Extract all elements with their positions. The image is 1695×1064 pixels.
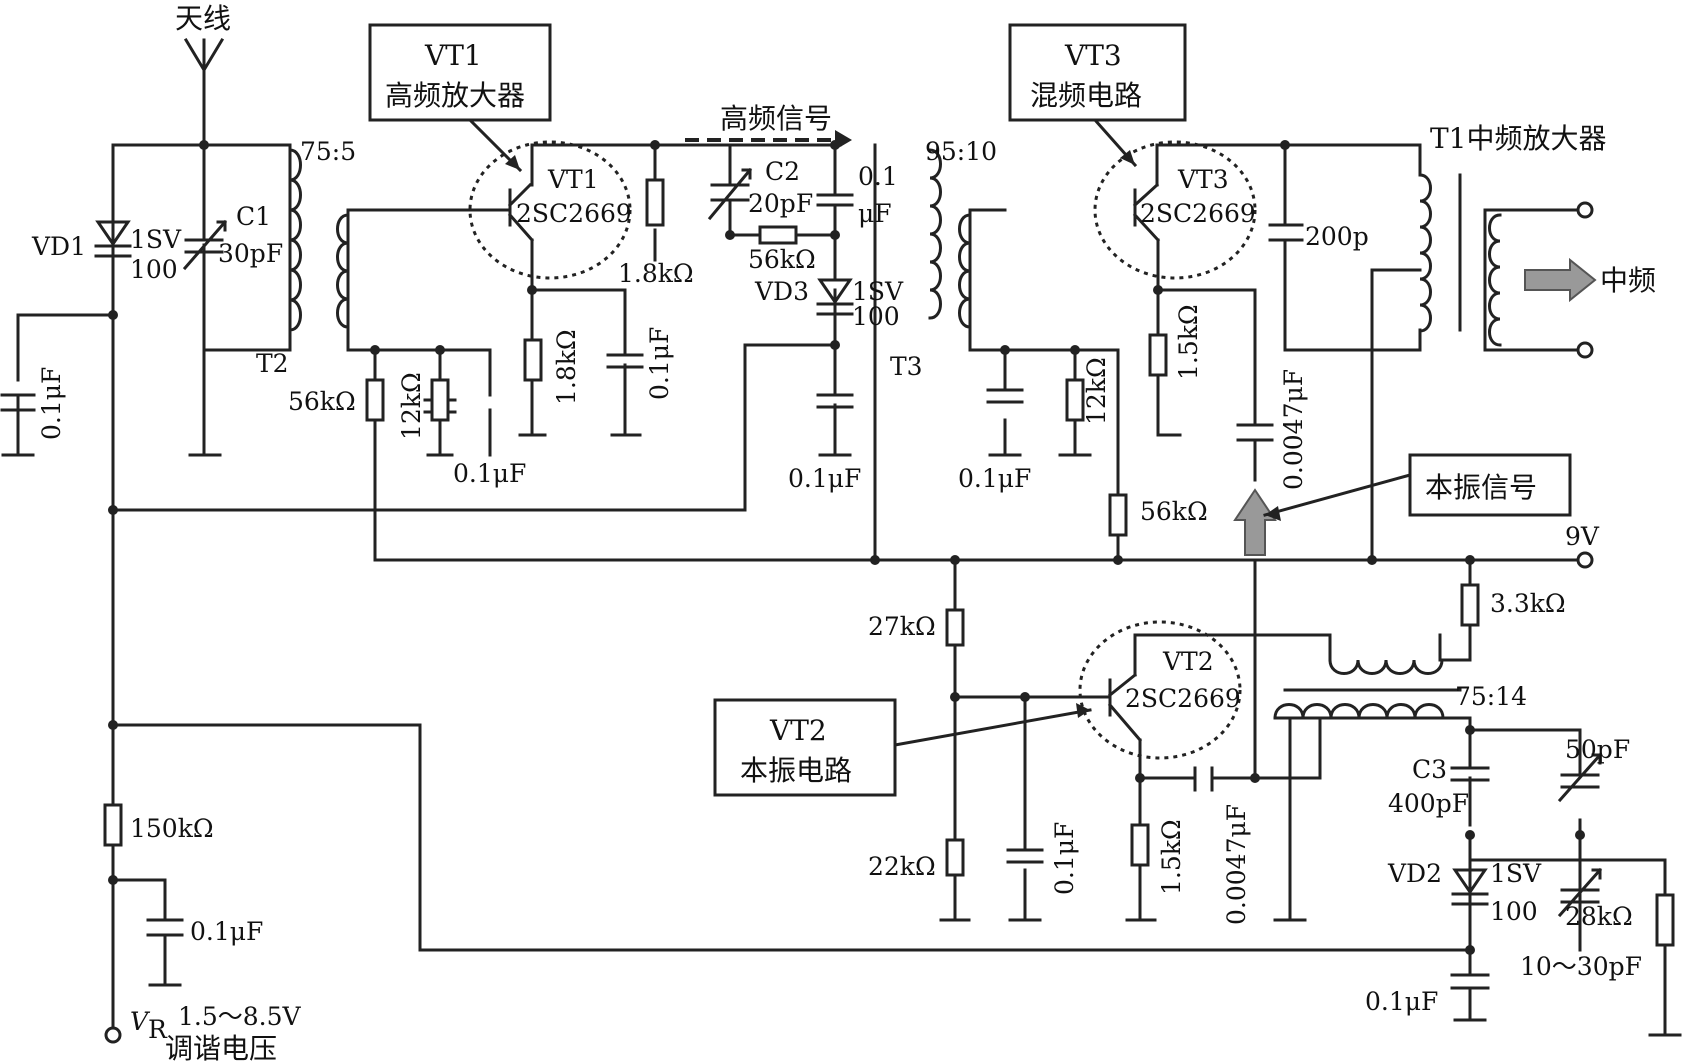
wires [16, 38, 1667, 1037]
label-r3p3: 3.3kΩ [1490, 589, 1566, 618]
label-c50: 50pF [1565, 735, 1630, 764]
label-t3: T3 [890, 352, 923, 381]
varactor-diodes [94, 220, 1489, 906]
label-c-0p1-left: 0.1μF [37, 367, 66, 440]
label-c2-val: 20pF [748, 189, 813, 218]
label-r22: 22kΩ [868, 852, 936, 881]
label-c-0p1-t3: 0.1μF [788, 464, 861, 493]
label-t2-ratio: 75:5 [300, 137, 356, 166]
label-vd1-name: VD1 [31, 232, 86, 261]
label-r28: 28kΩ [1565, 902, 1633, 931]
label-r56-left: 56kΩ [288, 387, 356, 416]
label-c2-name: C2 [765, 157, 800, 186]
vt2-callout-box [713, 698, 897, 797]
label-r27: 27kΩ [868, 612, 936, 641]
if-amp-label: T1中频放大器 [1430, 122, 1607, 155]
vt3-box-desc: 混频电路 [1030, 79, 1142, 112]
label-vd3-type: 1SV [852, 277, 904, 306]
label-c1-name: C1 [236, 202, 271, 231]
vt1-highlight [468, 140, 632, 280]
label-c0047-vt2: 0.0047μF [1222, 804, 1251, 925]
label-r1p8-top: 1.8kΩ [618, 259, 694, 288]
vt1-box-desc: 高频放大器 [385, 79, 525, 112]
label-c-0p1-vt2b: 0.1μF [1050, 822, 1079, 895]
vr-label: V [130, 1007, 151, 1036]
label-r56-mid: 56kΩ [748, 245, 816, 274]
label-vt1-name: VT1 [547, 165, 599, 194]
label-vd1-type2: 100 [130, 255, 178, 284]
label-vt3-part: 2SC2669 [1140, 199, 1256, 228]
label-c200: 200p [1305, 222, 1369, 251]
junction-dots [108, 140, 1585, 955]
transformer-coils [288, 148, 1502, 720]
vt2-box-title: VT2 [769, 714, 827, 747]
rf-signal-label: 高频信号 [720, 102, 832, 135]
label-vt2-name: VT2 [1162, 647, 1214, 676]
label-vt3-name: VT3 [1177, 165, 1229, 194]
lo-signal-up-arrow [1233, 488, 1277, 556]
label-r1p5-vt3: 1.5kΩ [1174, 304, 1203, 380]
label-r56-vt3: 56kΩ [1140, 497, 1208, 526]
label-c-0p1-vt1: 0.1μF [645, 327, 674, 400]
vr-subscript: R [148, 1015, 168, 1044]
label-c-0p1-vd2: 0.1μF [1365, 987, 1438, 1016]
tuning-voltage-value: 1.5～8.5V [178, 1002, 302, 1031]
vt1-callout-box [368, 23, 552, 122]
text-labels: 天线 VT1 高频放大器 VT3 混频电路 VT2 本振电路 本振信号 高频信号… [31, 2, 1656, 1064]
label-r1p5-vt2: 1.5kΩ [1157, 819, 1186, 895]
label-t2: T2 [256, 349, 289, 378]
if-out-label: 中频 [1600, 264, 1656, 297]
grounds [1, 433, 1682, 1037]
label-vd2-type: 1SV [1490, 859, 1542, 888]
label-c-0p1-vt3b: 0.1μF [958, 464, 1031, 493]
label-r12-vt3: 12kΩ [1082, 357, 1111, 425]
label-vt2-part: 2SC2669 [1125, 684, 1241, 713]
label-c3-val: 400pF [1388, 789, 1469, 818]
antenna-label: 天线 [175, 2, 231, 35]
vt2-box-desc: 本振电路 [740, 754, 852, 787]
label-c-0p1-top-b: μF [858, 199, 892, 228]
terminals [104, 201, 1594, 1044]
vt3-callout-box [1008, 23, 1187, 122]
antenna-symbol [183, 37, 225, 74]
label-vd2-type2: 100 [1490, 897, 1538, 926]
capacitors [0, 167, 1603, 990]
lo-signal-box [1408, 453, 1572, 517]
tuning-voltage-label: 调谐电压 [165, 1032, 277, 1064]
label-vd1-type: 1SV [130, 225, 182, 254]
resistors [103, 178, 1675, 947]
label-r1p8-e: 1.8kΩ [552, 329, 581, 405]
label-c-0p1-vr: 0.1μF [190, 917, 263, 946]
if-output-arrow [1524, 257, 1597, 303]
vt1-box-title: VT1 [424, 39, 482, 72]
label-vt1-part: 2SC2669 [516, 199, 632, 228]
vt2-highlight [1078, 620, 1242, 760]
vt3-box-title: VT3 [1064, 39, 1122, 72]
label-vd2-name: VD2 [1387, 859, 1442, 888]
label-r150: 150kΩ [130, 814, 214, 843]
label-lo-ratio: 75:14 [1455, 682, 1527, 711]
lo-signal-label: 本振信号 [1425, 471, 1537, 504]
label-r12-left: 12kΩ [397, 372, 426, 440]
label-t3-ratio: 95:10 [925, 137, 997, 166]
label-vd3-name: VD3 [754, 277, 809, 306]
label-vd3-type2: 100 [852, 302, 900, 331]
callout-arrows [467, 117, 1412, 747]
supply-label: 9V [1565, 522, 1600, 551]
rf-signal-arrow [685, 130, 852, 150]
label-c3-name: C3 [1412, 755, 1447, 784]
label-c1-val: 30pF [218, 239, 283, 268]
label-c-0p1-top-a: 0.1 [858, 162, 898, 191]
label-trim: 10～30pF [1520, 952, 1642, 981]
label-c0047-vt3: 0.0047μF [1279, 369, 1308, 490]
vt3-highlight [1093, 140, 1257, 280]
label-c-0p1-vt1e: 0.1μF [453, 459, 526, 488]
